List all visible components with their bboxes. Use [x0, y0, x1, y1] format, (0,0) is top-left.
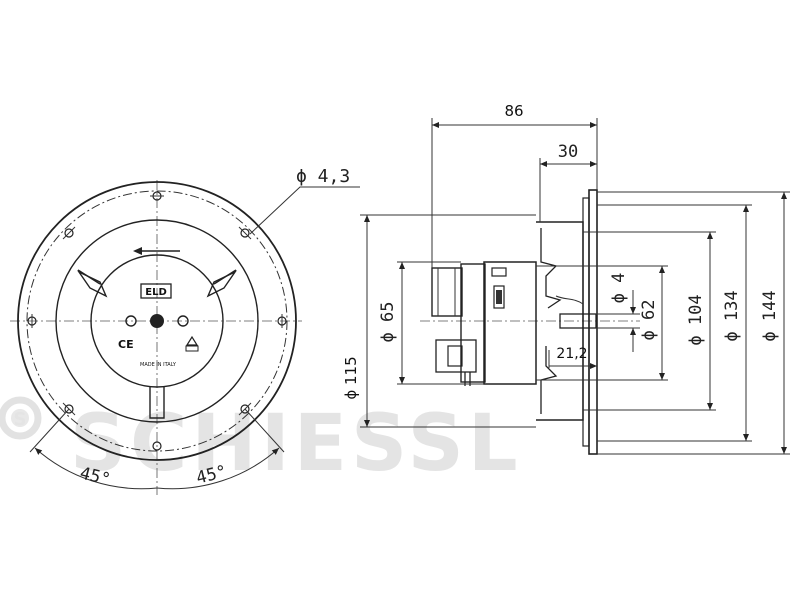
brand-mark: ELD — [145, 287, 167, 298]
angle-arc-right — [156, 447, 280, 490]
hole-leader-line — [249, 186, 360, 235]
made-in-text: MADE IN ITALY — [140, 362, 177, 368]
rotation-arrow-icon — [133, 247, 180, 255]
dim-62-label: ϕ 62 — [639, 300, 659, 341]
dim-144-label: ϕ 144 — [760, 290, 780, 341]
mounting-hole — [152, 441, 162, 451]
angle-extension-right — [244, 408, 285, 453]
housing-curve — [555, 295, 584, 305]
shaft-center — [150, 314, 164, 328]
mounting-hole — [27, 314, 37, 328]
motor-shaft — [559, 313, 597, 329]
terminal-box — [435, 339, 477, 373]
housing-wall-break — [540, 228, 562, 309]
front-view: ϕ 4,3 ELD CE MADE IN ITALY 45° 45° — [10, 166, 360, 495]
watermark: S SCHIESSL — [0, 396, 522, 489]
terminal-connector — [447, 345, 463, 367]
motor-endcap — [460, 263, 486, 383]
housing-body — [536, 221, 584, 421]
watermark-logo-icon: S — [0, 396, 42, 440]
ce-mark: CE — [118, 338, 134, 351]
outer-flange-circle — [17, 181, 297, 461]
approval-mark-icon — [185, 335, 199, 352]
angle-arc-left — [34, 447, 158, 490]
mounting-hole — [150, 191, 164, 201]
dim-115-label: ϕ 115 — [342, 356, 360, 399]
bolt-circle — [26, 190, 288, 452]
dim-65-label: ϕ 65 — [378, 302, 398, 343]
dim-212-label: 21,2 — [556, 346, 587, 362]
mounting-hole — [62, 226, 76, 240]
dim-30-label: 30 — [558, 142, 578, 162]
watermark-logo-letter: S — [14, 409, 27, 430]
dim-104-label: ϕ 104 — [686, 294, 706, 345]
mounting-hole — [238, 226, 252, 240]
dim-134-label: ϕ 134 — [722, 290, 742, 341]
side-view: 86 30 ϕ 115 ϕ 65 ϕ 4 ϕ 62 ϕ 104 — [342, 102, 790, 455]
spokes — [76, 269, 238, 419]
terminal-screw-right — [177, 315, 189, 327]
motor-label-top — [491, 267, 507, 277]
hole-diameter-label: ϕ 4,3 — [296, 166, 350, 187]
motor-label-plate — [493, 285, 505, 309]
mounting-hole — [277, 314, 287, 328]
dim-86-label: 86 — [504, 102, 523, 120]
capacitor-block — [431, 267, 463, 317]
flange-lip — [582, 197, 590, 447]
dim-4-label: ϕ 4 — [609, 273, 629, 304]
motor-body — [483, 261, 537, 385]
inner-ring-circle — [55, 219, 259, 423]
watermark-text: SCHIESSL — [70, 399, 522, 489]
terminal-screw-left — [125, 315, 137, 327]
motor-circle — [90, 254, 224, 388]
motor-label-mark — [496, 290, 502, 304]
angle-extension-left — [29, 408, 70, 453]
brand-logo-icon: ELD — [140, 283, 172, 299]
housing-wall-break-lower — [540, 346, 558, 414]
